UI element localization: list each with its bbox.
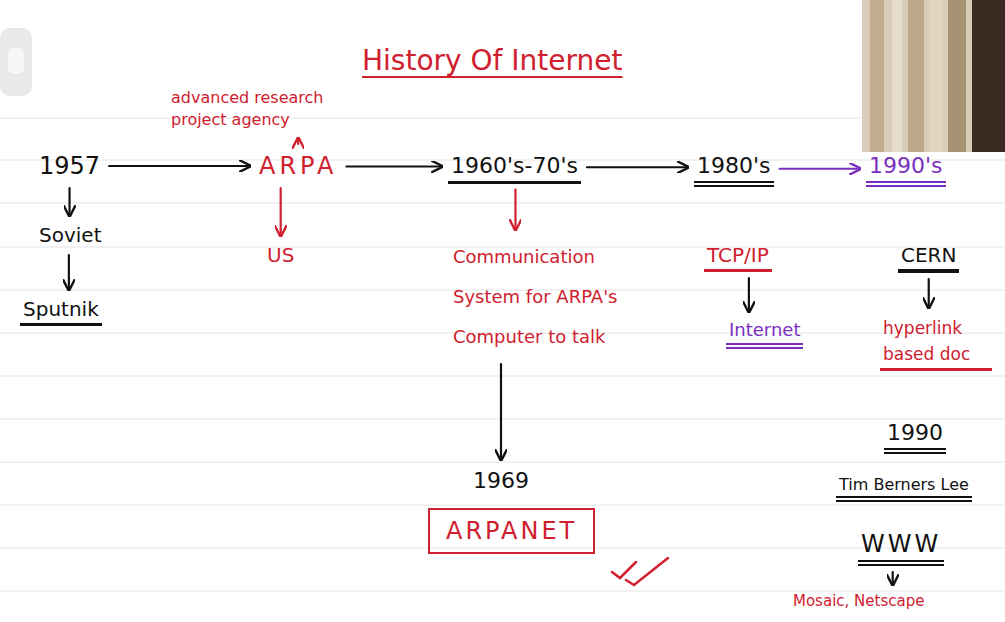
side-button-knob xyxy=(8,48,24,74)
era-label: 1960's-70's xyxy=(448,151,581,184)
era-label: 1990's xyxy=(866,151,946,187)
node-text: ARPA xyxy=(259,151,337,181)
node-text: Sputnik xyxy=(23,297,99,322)
person-label: Tim Berners Lee xyxy=(836,474,972,502)
node-text: Communication System for ARPA's Computer… xyxy=(453,237,629,357)
node-text: hyperlink based doc xyxy=(883,315,989,367)
expansion-note: advanced research project agency xyxy=(168,86,356,132)
year-label: 1990 xyxy=(884,418,946,454)
description-note: hyperlink based doc xyxy=(880,314,992,371)
arrow-connector xyxy=(928,279,930,308)
check-marks xyxy=(612,558,668,585)
arrow-connector xyxy=(68,188,70,216)
node-text: 1969 xyxy=(473,467,529,495)
country-label: Soviet xyxy=(36,222,104,249)
satellite-label: Sputnik xyxy=(20,296,102,326)
arrow-connector xyxy=(109,165,250,167)
arrow-connector xyxy=(892,572,894,585)
era-label: 1980's xyxy=(694,151,774,187)
organization-label: CERN xyxy=(898,242,959,273)
node-text: CERN xyxy=(901,243,956,268)
webcam-panel xyxy=(862,0,1005,152)
node-text: 1960's-70's xyxy=(451,152,578,180)
arrow-connector xyxy=(346,165,442,167)
arrow-connector xyxy=(68,255,70,290)
page-title: History Of Internet xyxy=(362,44,623,77)
node-text: advanced research project agency xyxy=(171,87,353,131)
agency-label: ARPA xyxy=(256,150,340,182)
arrow-connector xyxy=(780,168,861,170)
year-label: 1957 xyxy=(36,150,103,182)
side-button xyxy=(0,28,32,96)
node-text: WWW xyxy=(861,529,941,559)
arrow-connector xyxy=(500,364,502,460)
arrow-connector xyxy=(587,166,688,168)
arrow-connector xyxy=(514,190,516,231)
year-label: 1969 xyxy=(470,466,532,496)
node-text: Soviet xyxy=(39,223,101,248)
arrow-connector xyxy=(280,188,282,236)
ruled-lines xyxy=(0,118,1005,591)
arrow-connector xyxy=(748,278,750,312)
node-text: Mosaic, Netscape xyxy=(793,592,924,611)
node-text: Tim Berners Lee xyxy=(839,475,969,495)
node-text: 1957 xyxy=(39,151,100,181)
node-text: TCP/IP xyxy=(707,243,769,268)
network-label: Internet xyxy=(726,318,803,349)
country-label: US xyxy=(264,242,297,269)
browser-label: Mosaic, Netscape xyxy=(790,591,927,612)
node-text: US xyxy=(267,243,294,268)
node-text: 1980's xyxy=(697,152,771,180)
node-text: ARPANET xyxy=(446,516,577,546)
node-text: 1990 xyxy=(887,419,943,447)
network-box: ARPANET xyxy=(428,508,595,554)
protocol-label: TCP/IP xyxy=(704,242,772,272)
web-label: WWW xyxy=(858,528,944,566)
node-text: Internet xyxy=(729,319,800,342)
node-text: 1990's xyxy=(869,152,943,180)
arrow-connector xyxy=(297,138,299,144)
description-note: Communication System for ARPA's Computer… xyxy=(450,236,632,358)
